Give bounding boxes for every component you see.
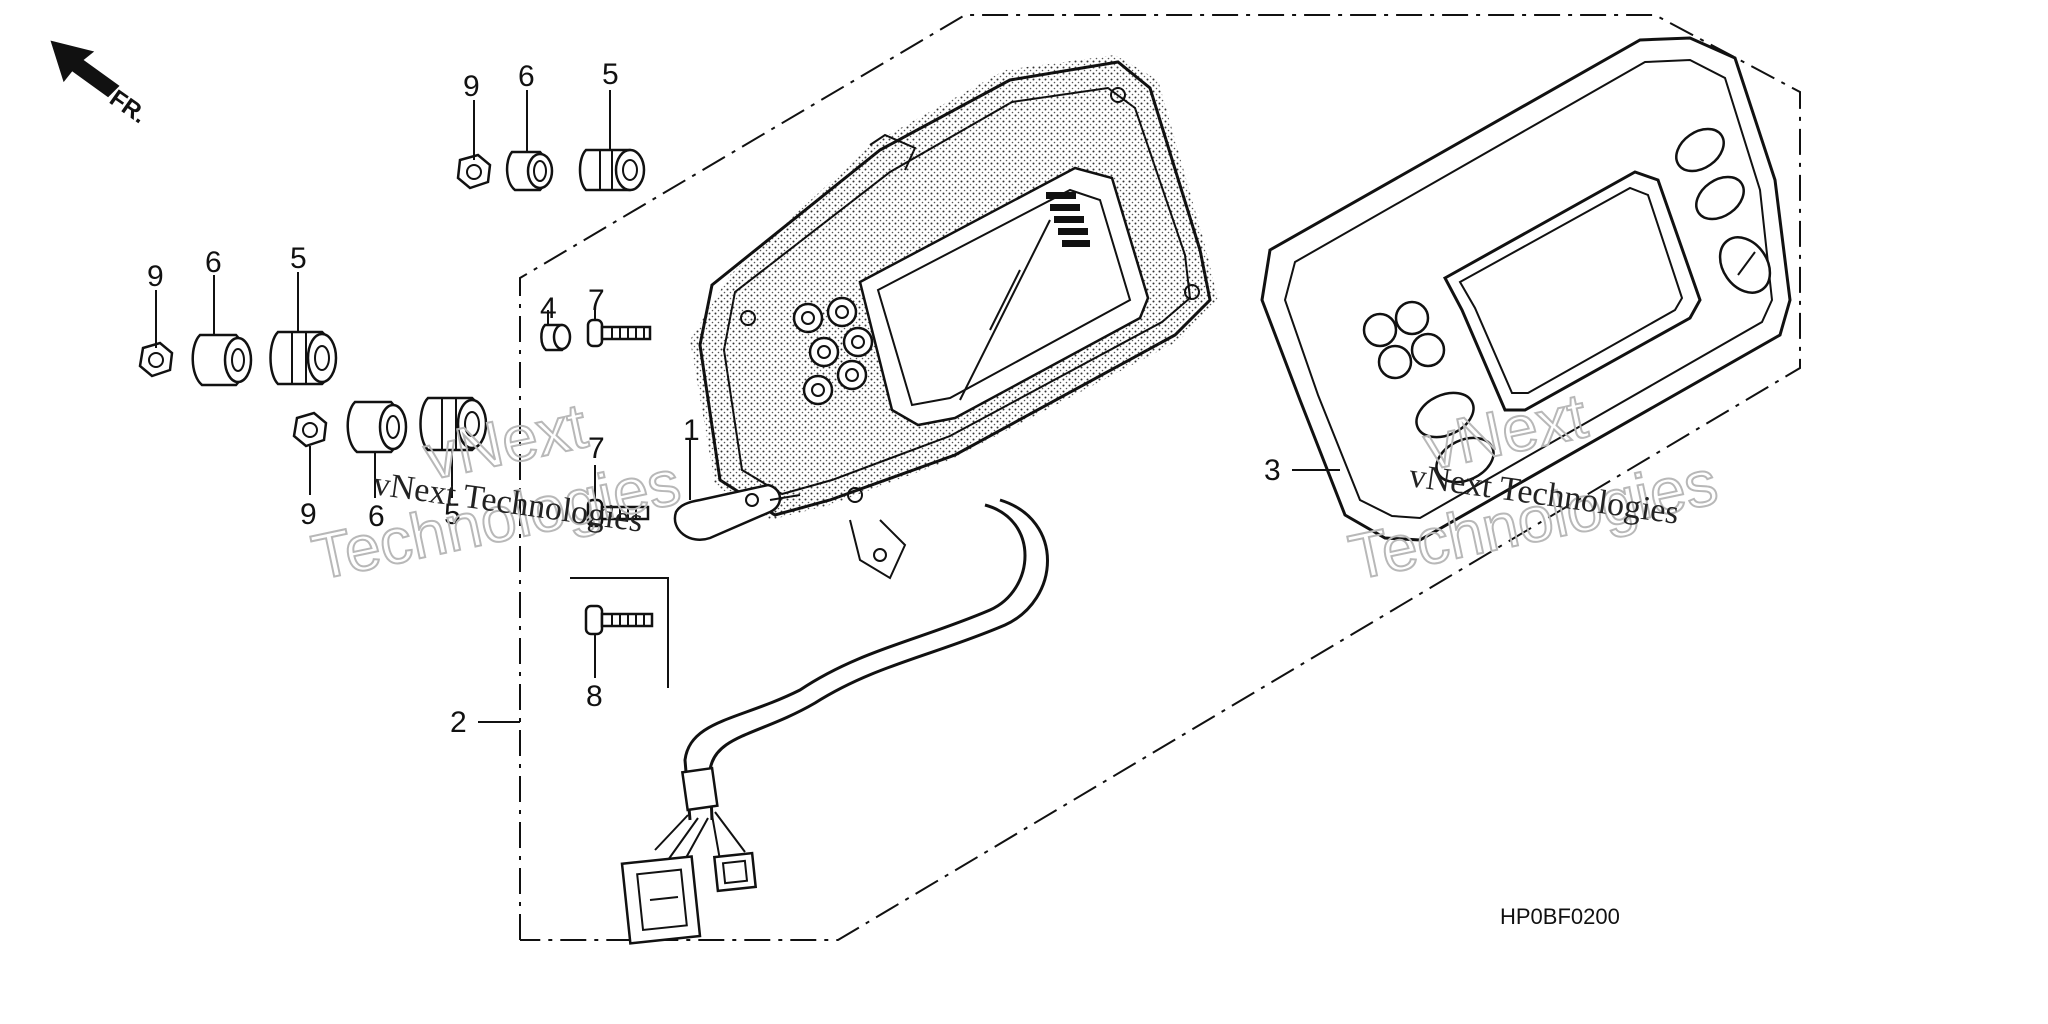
hardware-set-top	[456, 148, 646, 192]
callout-6-left: 6	[205, 246, 222, 279]
washer	[540, 323, 572, 352]
clamp	[673, 483, 801, 541]
screw-upper	[586, 318, 652, 348]
bar-indicator	[1046, 192, 1090, 247]
callout-1: 1	[683, 414, 700, 447]
meter-housing	[620, 55, 1218, 945]
callout-4: 4	[540, 292, 557, 325]
leader-lines	[155, 90, 1340, 723]
diagram-code: HP0BF0200	[1500, 904, 1620, 929]
hardware-set-middle	[292, 396, 488, 454]
hardware-set-left	[138, 330, 338, 387]
callout-8: 8	[586, 680, 603, 713]
callout-numbers: 9 6 5 9 6 5 9 6 5 4 7 7 1 8 2 3	[147, 58, 1281, 739]
callout-7-upper: 7	[588, 284, 605, 317]
callout-7-lower: 7	[588, 432, 605, 465]
screw-bracket	[570, 577, 669, 688]
callout-9-top: 9	[463, 70, 480, 103]
front-direction-arrow-icon: FR.	[50, 40, 152, 129]
callout-6-middle: 6	[368, 500, 385, 533]
callout-6-top: 6	[518, 60, 535, 93]
lens-cover	[1260, 36, 1792, 542]
callout-9-middle: 9	[300, 498, 317, 531]
callout-9-left: 9	[147, 260, 164, 293]
callout-5-left: 5	[290, 242, 307, 275]
callout-2: 2	[450, 706, 467, 739]
callout-3: 3	[1264, 454, 1281, 487]
callout-5-top: 5	[602, 58, 619, 91]
callout-5-middle: 5	[444, 498, 461, 531]
indicator-lamps	[792, 296, 874, 406]
